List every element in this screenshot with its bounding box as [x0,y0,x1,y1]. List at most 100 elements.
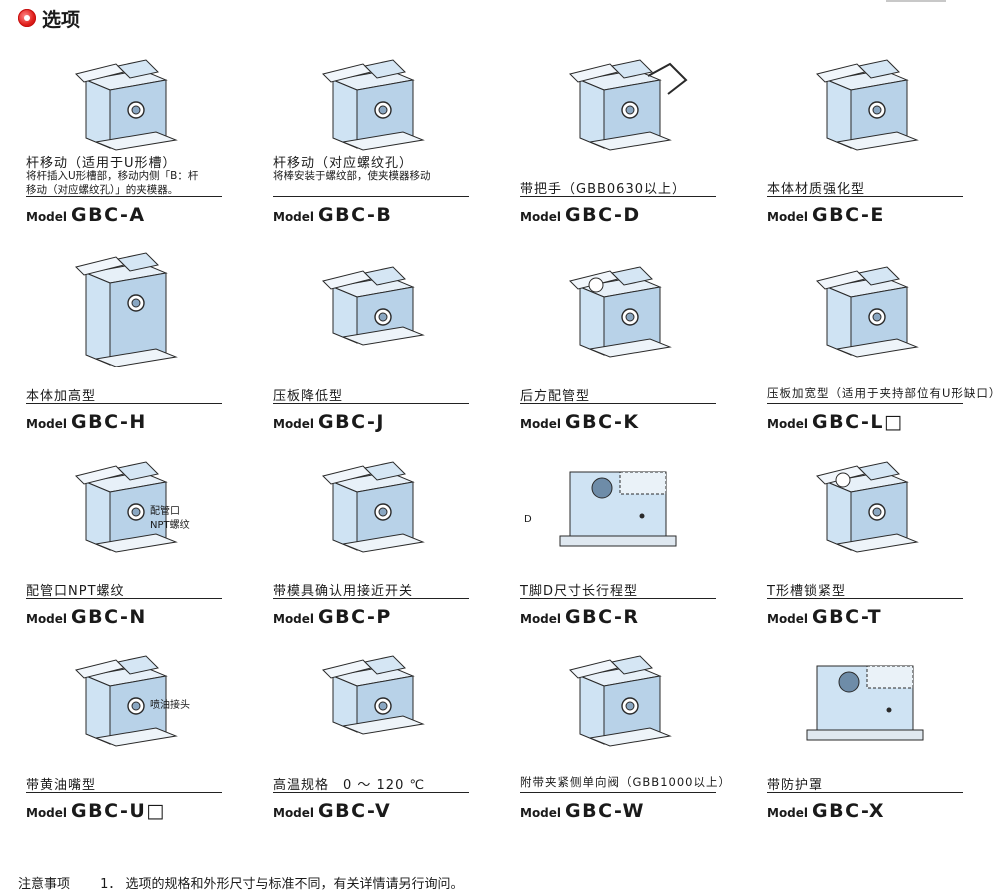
option-title: T脚D尺寸长行程型 [520,584,638,599]
model-code: GBC-U□ [71,800,166,822]
notice-text: 1． 选项的规格和外形尺寸与标准不同，有关详情请另行询问。 [100,877,464,892]
model-code: GBC-A [71,204,146,226]
callout-label: NPT螺纹 [150,520,190,531]
model-code: GBC-J [318,411,385,433]
option-description: 将杆插入U形槽部，移动内侧「B：杆 移动（对应螺纹孔）」的夹模器。 [26,170,199,196]
notice-heading: 注意事项 [18,877,71,892]
option-title: 带把手（GBB0630以上） [520,182,686,197]
model-label: Model [26,417,68,431]
option-title: 本体材质强化型 [767,182,866,197]
caption-divider [273,403,469,404]
model-label: Model [26,612,68,626]
caption-divider [520,792,716,793]
model-code: GBC-N [71,606,147,628]
model-code: GBC-W [565,800,645,822]
model-code: GBC-T [812,606,883,628]
caption-divider [767,598,963,599]
clamp-rear-pipe-icon [520,247,716,367]
caption-divider [767,403,963,404]
option-title: 本体加高型 [26,389,97,404]
option-title: 杆移动（适用于U形槽） [26,156,177,171]
model-label: Model [767,417,809,431]
caption-divider [520,403,716,404]
clamp-npt-icon [26,442,222,562]
model-code: GBC-P [318,606,392,628]
model-code: GBC-K [565,411,640,433]
model-label: Model [26,210,68,224]
model-code: GBC-L□ [812,411,904,433]
section-title: 选项 [42,8,81,31]
model-label: Model [26,806,68,820]
callout-label: 喷油接头 [150,700,190,711]
clamp-wide-icon [767,247,963,367]
section-header: 选项 [18,4,80,32]
option-description: 将棒安装于螺纹部，使夹模器移动 [273,170,431,182]
model-label: Model [520,806,562,820]
model-label: Model [767,210,809,224]
clamp-high-temp-icon [273,636,469,756]
caption-divider [273,598,469,599]
callout-label: D [524,514,532,525]
model-code: GBC-D [565,204,641,226]
caption-divider [26,598,222,599]
caption-divider [273,792,469,793]
model-label: Model [520,417,562,431]
clamp-threaded-icon [273,40,469,160]
model-label: Model [273,806,315,820]
clamp-tall-icon [26,247,222,367]
model-code: GBC-B [318,204,393,226]
model-code: GBC-H [71,411,147,433]
model-code: GBC-X [812,800,885,822]
caption-divider [520,598,716,599]
caption-divider [26,792,222,793]
option-title: 高温规格 0 ～ 120 ℃ [273,778,426,793]
model-label: Model [273,417,315,431]
model-code: GBC-E [812,204,885,226]
caption-divider [273,196,469,197]
option-title: 压板加宽型（适用于夹持部位有U形缺口） [767,386,1000,400]
model-code: GBC-V [318,800,392,822]
callout-label: 配管口 [150,506,180,517]
clamp-check-valve-icon [520,636,716,756]
model-label: Model [767,612,809,626]
notice: 注意事项 1． 选项的规格和外形尺寸与标准不同，有关详情请另行询问。 [18,873,464,892]
model-label: Model [273,210,315,224]
clamp-u-slot-icon [26,40,222,160]
top-divider [886,0,946,2]
caption-divider [26,196,222,197]
clamp-sensor-icon [273,442,469,562]
caption-divider [767,792,963,793]
option-title: 后方配管型 [520,389,591,404]
option-title: 配管口NPT螺纹 [26,584,125,599]
option-card: 杆移动（适用于U形槽）将杆插入U形槽部，移动内侧「B：杆 移动（对应螺纹孔）」的… [26,40,222,235]
clamp-handle-icon [520,40,716,160]
clamp-grease-icon [26,636,222,756]
